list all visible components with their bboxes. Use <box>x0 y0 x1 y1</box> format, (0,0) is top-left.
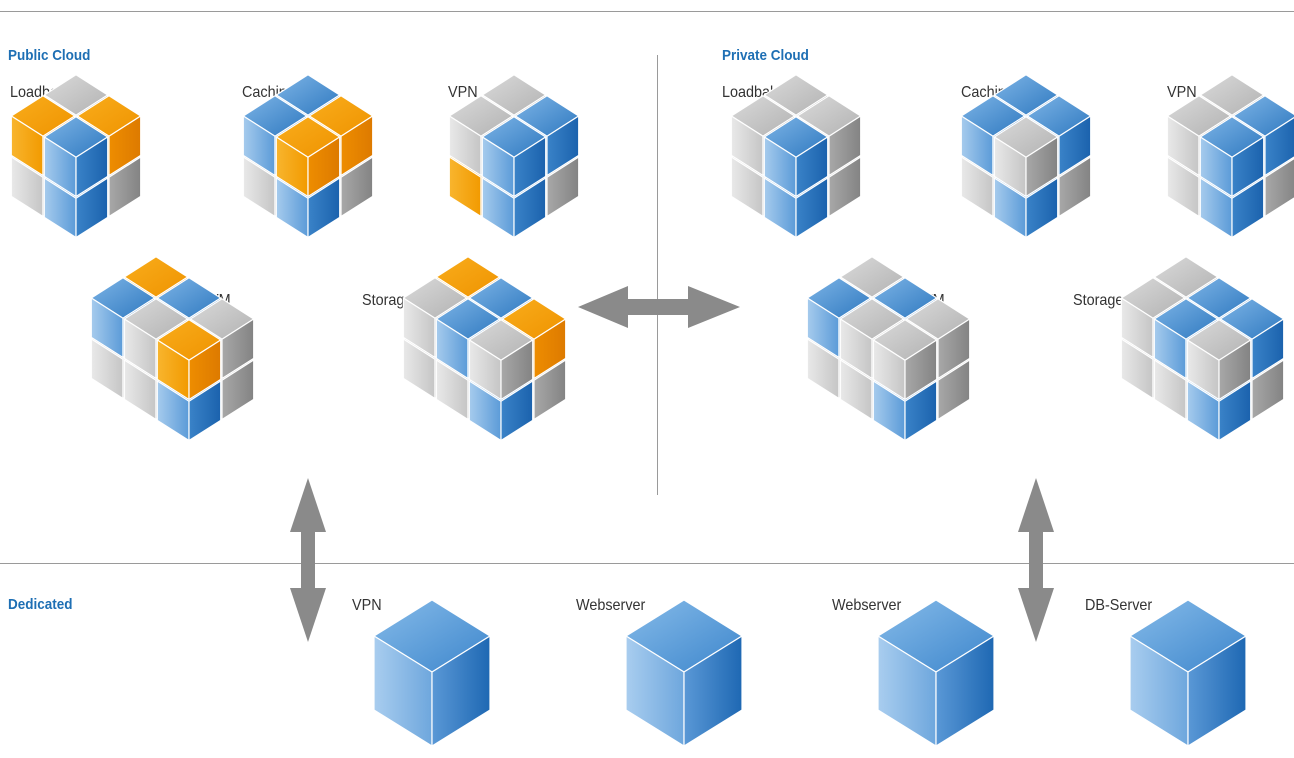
cube-orange <box>156 319 222 401</box>
private-caching-cluster <box>960 74 1092 239</box>
cube-blue <box>43 116 109 198</box>
server-cube-icon <box>877 599 995 747</box>
private-cloud-heading: Private Cloud <box>722 47 809 64</box>
double-arrow-vertical-icon <box>1018 478 1054 642</box>
cube-gray <box>1186 319 1252 401</box>
cube-gray <box>993 116 1059 198</box>
dedicated-server-label: Webserver <box>832 596 901 614</box>
public-loadbalancer-cluster <box>10 74 142 239</box>
private-vpn-cluster <box>1166 74 1294 239</box>
public-vm-cluster <box>90 256 255 442</box>
dedicated-server-label: DB-Server <box>1085 596 1152 614</box>
public-caching-cluster <box>242 74 374 239</box>
double-arrow-vertical-icon <box>290 478 326 642</box>
private-loadbalancer-cluster <box>730 74 862 239</box>
server-cube-icon <box>625 599 743 747</box>
dedicated-servers <box>373 599 1247 747</box>
cube-blue <box>481 116 547 198</box>
cube-orange <box>275 116 341 198</box>
private-storage-label: Storage <box>1073 291 1123 309</box>
public-storage-cluster <box>402 256 567 442</box>
cube-blue <box>763 116 829 198</box>
double-arrow-horizontal-icon <box>578 286 740 328</box>
public-cloud-heading: Public Cloud <box>8 47 90 64</box>
private-storage-cluster <box>1120 256 1285 442</box>
public-storage-label: Storage <box>362 291 412 309</box>
public-vpn-label: VPN <box>448 83 478 101</box>
dedicated-heading: Dedicated <box>8 596 72 613</box>
private-vm-cluster <box>806 256 971 442</box>
dedicated-server-label: Webserver <box>576 596 645 614</box>
cube-gray <box>872 319 938 401</box>
server-cube-icon <box>1129 599 1247 747</box>
public-vpn-cluster <box>448 74 580 239</box>
cube-gray <box>468 319 534 401</box>
dedicated-server-label: VPN <box>352 596 382 614</box>
server-cube-icon <box>373 599 491 747</box>
cube-blue <box>1199 116 1265 198</box>
private-vpn-label: VPN <box>1167 83 1197 101</box>
